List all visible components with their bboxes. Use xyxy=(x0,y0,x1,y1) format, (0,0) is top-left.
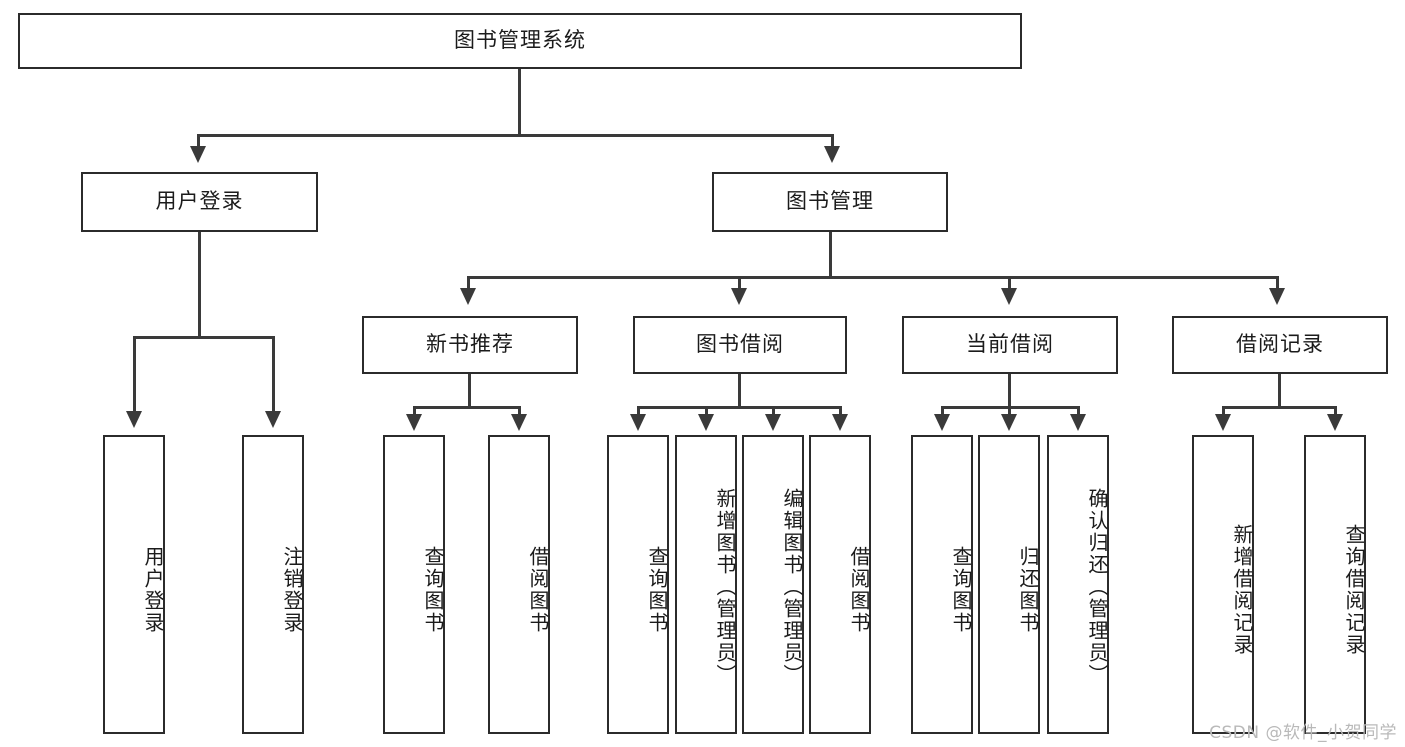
connector-bookmgmt-to-l3c xyxy=(1008,276,1011,290)
leaf-add-book-admin[interactable]: 新增图书（管理员） xyxy=(675,435,737,734)
node-label: 查询图书 xyxy=(949,545,973,634)
node-label: 当前借阅 xyxy=(966,332,1054,357)
connector-record-stem xyxy=(1278,374,1281,406)
connector-bookmgmt-to-l3d xyxy=(1276,276,1279,290)
leaf-logout[interactable]: 注销登录 xyxy=(242,435,304,734)
leaf-borrow-book[interactable]: 借阅图书 xyxy=(809,435,871,734)
arrow-root-to-login xyxy=(190,146,206,163)
leaf-query-book-recommend[interactable]: 查询图书 xyxy=(383,435,445,734)
node-label: 新增借阅记录 xyxy=(1230,523,1254,656)
arrow-current-to-leaf1 xyxy=(934,414,950,431)
node-label: 图书管理 xyxy=(786,189,874,214)
connector-borrow-stem xyxy=(738,374,741,406)
leaf-query-borrow-record[interactable]: 查询借阅记录 xyxy=(1304,435,1366,734)
node-label: 借阅图书 xyxy=(526,545,550,634)
connector-record-bus xyxy=(1222,406,1337,409)
arrow-record-to-leaf1 xyxy=(1215,414,1231,431)
leaf-return-book[interactable]: 归还图书 xyxy=(978,435,1040,734)
node-borrow-record[interactable]: 借阅记录 xyxy=(1172,316,1388,374)
node-label: 借阅记录 xyxy=(1236,332,1324,357)
leaf-user-login[interactable]: 用户登录 xyxy=(103,435,165,734)
arrow-bookmgmt-to-l3a xyxy=(460,288,476,305)
connector-login-to-leaf2 xyxy=(272,336,275,416)
arrow-recommend-to-leaf2 xyxy=(511,414,527,431)
connector-current-to-leaf2 xyxy=(1008,406,1011,416)
connector-record-to-leaf2 xyxy=(1334,406,1337,416)
connector-root-stem xyxy=(518,69,521,134)
node-label: 编辑图书（管理员） xyxy=(780,487,804,686)
node-label: 图书管理系统 xyxy=(454,28,586,53)
connector-record-to-leaf1 xyxy=(1222,406,1225,416)
connector-bookmgmt-stem xyxy=(829,232,832,276)
arrow-borrow-to-leaf2 xyxy=(698,414,714,431)
connector-current-to-leaf3 xyxy=(1077,406,1080,416)
connector-root-to-bookmgmt xyxy=(831,134,834,148)
connector-bookmgmt-to-l3b xyxy=(738,276,741,290)
arrow-login-to-leaf2 xyxy=(265,411,281,428)
connector-borrow-to-leaf3 xyxy=(772,406,775,416)
node-label: 新增图书（管理员） xyxy=(713,487,737,686)
arrow-borrow-to-leaf4 xyxy=(832,414,848,431)
arrow-borrow-to-leaf3 xyxy=(765,414,781,431)
connector-root-to-login xyxy=(197,134,200,148)
node-label: 新书推荐 xyxy=(426,332,514,357)
arrow-borrow-to-leaf1 xyxy=(630,414,646,431)
node-label: 注销登录 xyxy=(280,545,304,634)
node-root-system[interactable]: 图书管理系统 xyxy=(18,13,1022,69)
arrow-record-to-leaf2 xyxy=(1327,414,1343,431)
arrow-bookmgmt-to-l3b xyxy=(731,288,747,305)
arrow-bookmgmt-to-l3c xyxy=(1001,288,1017,305)
connector-borrow-to-leaf2 xyxy=(705,406,708,416)
arrow-current-to-leaf3 xyxy=(1070,414,1086,431)
connector-current-to-leaf1 xyxy=(941,406,944,416)
node-book-management[interactable]: 图书管理 xyxy=(712,172,948,232)
node-new-book-recommend[interactable]: 新书推荐 xyxy=(362,316,578,374)
leaf-edit-book-admin[interactable]: 编辑图书（管理员） xyxy=(742,435,804,734)
arrow-recommend-to-leaf1 xyxy=(406,414,422,431)
watermark-csdn: CSDN @软件_小贺同学 xyxy=(1209,723,1397,743)
connector-borrow-to-leaf4 xyxy=(839,406,842,416)
connector-recommend-bus xyxy=(413,406,521,409)
connector-login-stem xyxy=(198,232,201,336)
node-label: 查询借阅记录 xyxy=(1342,523,1366,656)
node-label: 归还图书 xyxy=(1016,545,1040,634)
connector-bookmgmt-to-l3a xyxy=(467,276,470,290)
connector-recommend-to-leaf1 xyxy=(413,406,416,416)
connector-borrow-bus xyxy=(637,406,842,409)
connector-recommend-stem xyxy=(468,374,471,406)
node-label: 查询图书 xyxy=(645,545,669,634)
connector-bookmgmt-bus xyxy=(467,276,1279,279)
leaf-confirm-return-admin[interactable]: 确认归还（管理员） xyxy=(1047,435,1109,734)
node-label: 图书借阅 xyxy=(696,332,784,357)
node-label: 用户登录 xyxy=(155,189,244,214)
node-book-borrow[interactable]: 图书借阅 xyxy=(633,316,847,374)
arrow-bookmgmt-to-l3d xyxy=(1269,288,1285,305)
connector-login-to-leaf1 xyxy=(133,336,136,416)
leaf-query-book-current[interactable]: 查询图书 xyxy=(911,435,973,734)
connector-login-bus xyxy=(133,336,275,339)
node-label: 确认归还（管理员） xyxy=(1085,487,1109,686)
node-user-login[interactable]: 用户登录 xyxy=(81,172,318,232)
node-label: 查询图书 xyxy=(421,545,445,634)
arrow-root-to-bookmgmt xyxy=(824,146,840,163)
leaf-add-borrow-record[interactable]: 新增借阅记录 xyxy=(1192,435,1254,734)
node-label: 借阅图书 xyxy=(847,545,871,634)
leaf-borrow-book-recommend[interactable]: 借阅图书 xyxy=(488,435,550,734)
node-current-borrow[interactable]: 当前借阅 xyxy=(902,316,1118,374)
leaf-query-book-borrow[interactable]: 查询图书 xyxy=(607,435,669,734)
connector-recommend-to-leaf2 xyxy=(518,406,521,416)
connector-borrow-to-leaf1 xyxy=(637,406,640,416)
arrow-login-to-leaf1 xyxy=(126,411,142,428)
node-label: 用户登录 xyxy=(141,545,165,634)
connector-current-stem xyxy=(1008,374,1011,406)
connector-root-bus xyxy=(197,134,834,137)
arrow-current-to-leaf2 xyxy=(1001,414,1017,431)
